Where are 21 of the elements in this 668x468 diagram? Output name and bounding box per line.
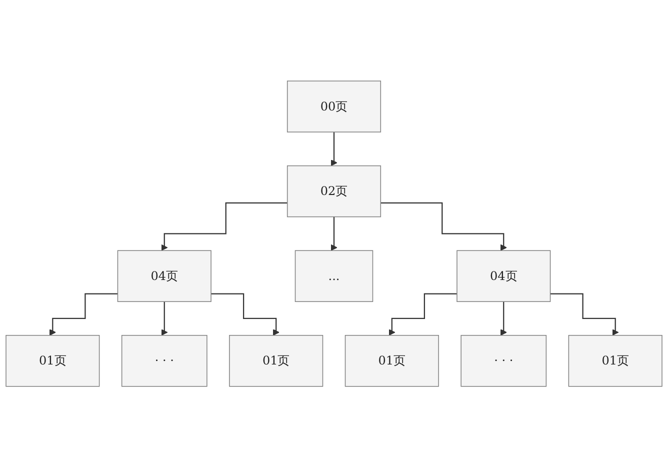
arrow [161, 202, 288, 252]
node-box: 02页 [286, 166, 382, 218]
node-box: 01页 [6, 335, 100, 388]
arrow [380, 202, 507, 252]
arrow [161, 301, 168, 336]
node-box: · · · [121, 335, 208, 388]
node-box: 01页 [229, 335, 324, 388]
node-box: ... [294, 250, 374, 302]
arrow [500, 301, 507, 336]
node-box: 01页 [568, 335, 662, 388]
arrow [550, 294, 619, 336]
node-box: 04页 [117, 250, 212, 302]
node-box: · · · [460, 335, 547, 388]
arrow [211, 294, 280, 336]
arrow [49, 294, 118, 336]
arrow [330, 132, 338, 166]
node-box: 01页 [344, 335, 439, 388]
arrow [330, 216, 338, 252]
arrow [388, 294, 457, 336]
node-box: 00页 [286, 80, 382, 133]
node-box: 04页 [456, 250, 551, 302]
